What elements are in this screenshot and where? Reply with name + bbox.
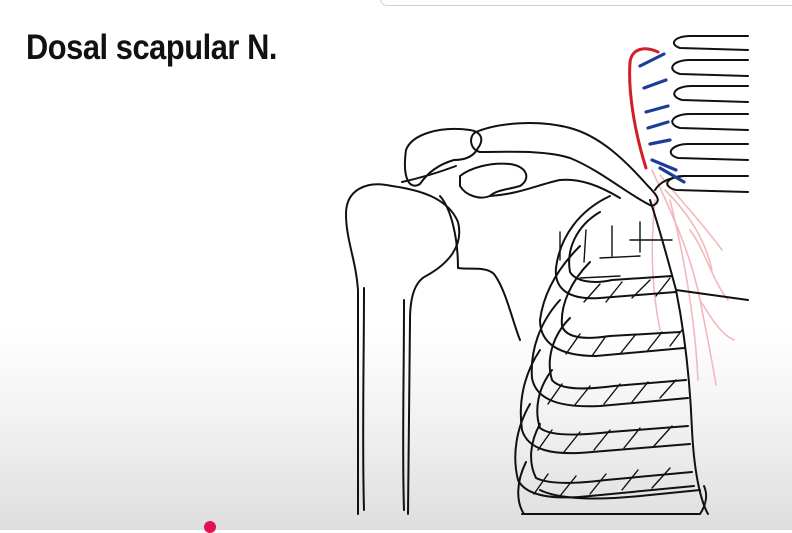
coracoid-process — [459, 162, 528, 199]
playback-marker-dot[interactable] — [204, 521, 216, 533]
rib-hatching — [533, 221, 683, 497]
dorsal-scapular-nerve — [628, 47, 660, 170]
sternum-edge — [649, 199, 749, 515]
page-title: Dosal scapular N. — [26, 28, 278, 67]
cervical-vertebrae — [654, 35, 749, 193]
top-panel-edge — [380, 0, 792, 6]
humerus — [345, 183, 461, 515]
brachial-plexus-branches — [651, 169, 735, 386]
acromion — [404, 128, 483, 187]
ribcage — [514, 195, 708, 515]
cervical-nerve-root-marks — [638, 52, 686, 184]
scapula — [439, 178, 621, 341]
